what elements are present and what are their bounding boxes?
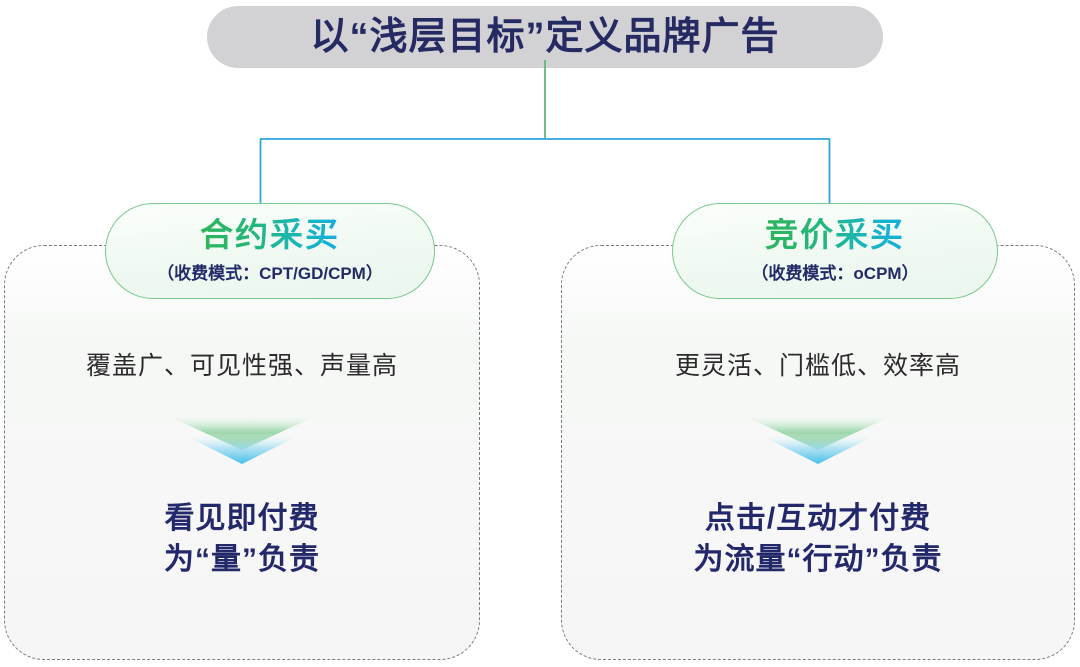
branch-panel-contract: 覆盖广、可见性强、声量高 <box>4 245 480 660</box>
double-chevron-down-icon-contract <box>162 412 322 464</box>
branch-header-contract: 合约采买 （收费模式：CPT/GD/CPM） <box>105 203 435 299</box>
branch-header-bidding-subtitle: （收费模式：oCPM） <box>751 263 919 283</box>
conclusion-contract-line1: 看见即付费 <box>164 502 320 535</box>
double-chevron-down-icon-bidding <box>738 412 898 464</box>
diagram-title-pill: 以“浅层目标”定义品牌广告 <box>207 6 883 68</box>
branch-panel-bidding: 更灵活、门槛低、效率高 <box>561 245 1075 660</box>
conclusion-contract-line2: 为“量”负责 <box>164 543 320 577</box>
branch-header-contract-title: 合约采买 <box>200 216 340 254</box>
feature-text-bidding: 更灵活、门槛低、效率高 <box>674 352 961 380</box>
page-title: 以“浅层目标”定义品牌广告 <box>310 16 780 58</box>
branch-header-bidding-title: 竞价采买 <box>765 216 905 254</box>
branch-panel-bidding-body: 更灵活、门槛低、效率高 <box>562 246 1074 659</box>
branch-panel-contract-body: 覆盖广、可见性强、声量高 <box>5 246 479 659</box>
feature-text-contract: 覆盖广、可见性强、声量高 <box>85 352 398 380</box>
connector-tree <box>259 60 831 205</box>
conclusion-bidding-line1: 点击/互动才付费 <box>704 502 932 535</box>
conclusion-contract: 看见即付费 为“量”负责 <box>164 498 320 581</box>
conclusion-bidding-line2: 为流量“行动”负责 <box>693 543 943 577</box>
conclusion-bidding: 点击/互动才付费 为流量“行动”负责 <box>694 498 943 581</box>
branch-header-contract-subtitle: （收费模式：CPT/GD/CPM） <box>157 263 383 283</box>
branch-header-bidding: 竞价采买 （收费模式：oCPM） <box>672 203 998 299</box>
